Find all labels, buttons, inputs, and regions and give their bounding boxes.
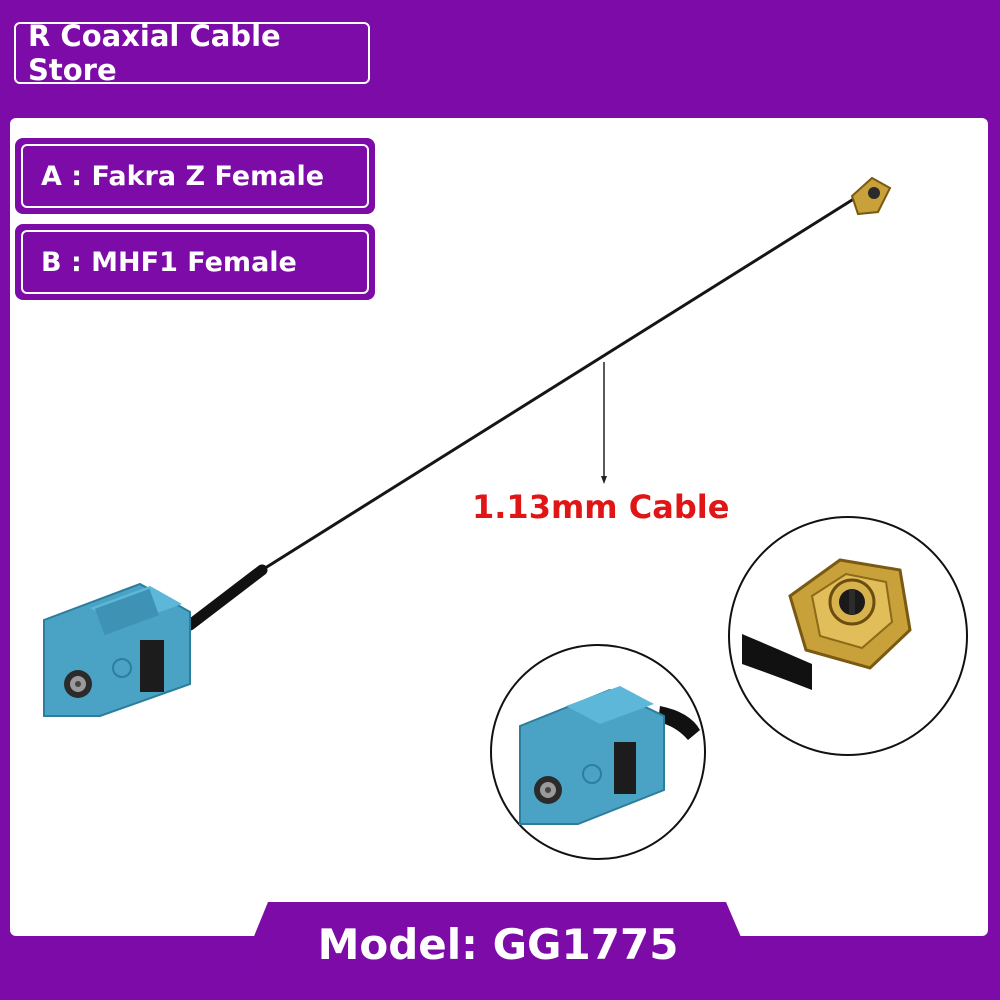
cable-line bbox=[261, 188, 869, 572]
fakra-detail-icon bbox=[490, 644, 706, 860]
model-label: Model: GG1775 bbox=[317, 920, 679, 969]
cable-label: 1.13mm Cable bbox=[472, 488, 730, 526]
fakra-connector-icon bbox=[43, 582, 191, 717]
mhf1-connector-icon bbox=[850, 176, 892, 216]
spec-b-tag: B : MHF1 Female bbox=[15, 224, 375, 300]
mhf1-detail-icon bbox=[728, 516, 968, 756]
model-tab-shape bbox=[228, 902, 768, 1000]
store-name: R Coaxial Cable Store bbox=[28, 19, 281, 87]
spec-a-label: A : Fakra Z Female bbox=[41, 160, 325, 192]
cable-strain-relief bbox=[184, 564, 268, 631]
spec-b-label: B : MHF1 Female bbox=[41, 246, 297, 278]
spec-a-tag: A : Fakra Z Female bbox=[15, 138, 375, 214]
store-name-tag: R Coaxial Cable Store bbox=[14, 19, 370, 87]
model-tag: Model: GG1775 bbox=[228, 896, 768, 1000]
